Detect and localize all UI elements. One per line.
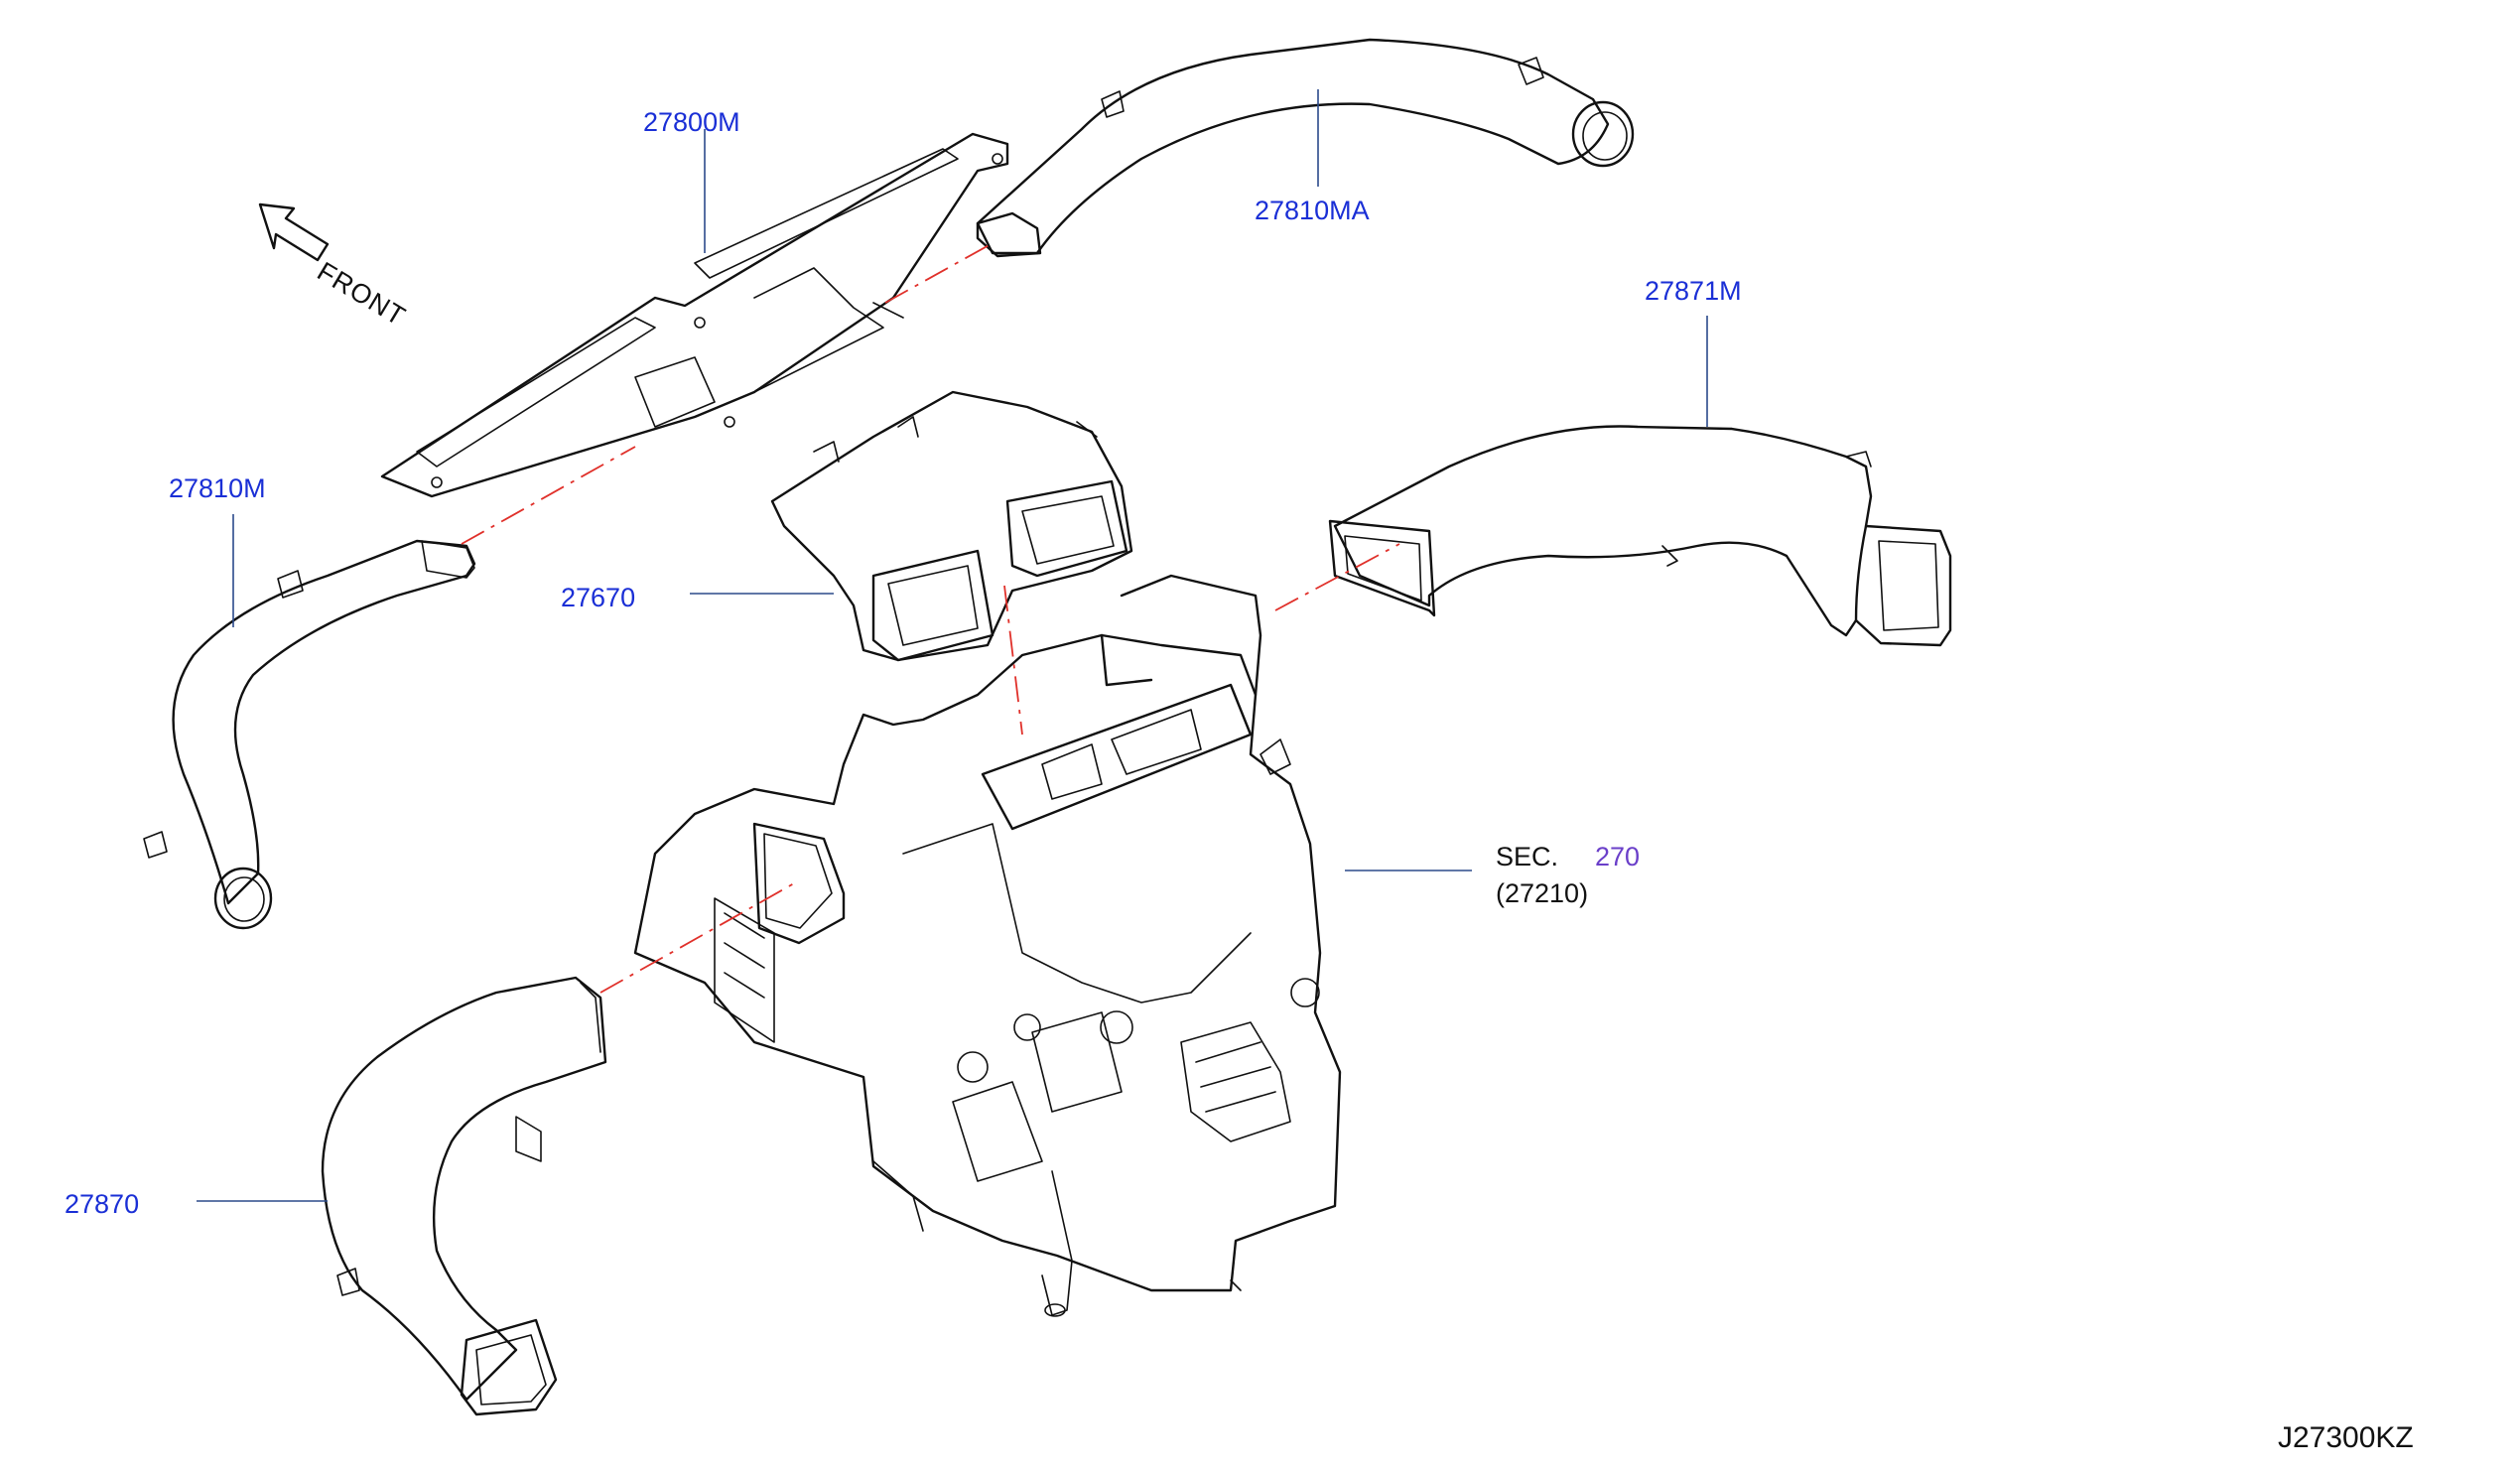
part-label-27870[interactable]: 27870: [65, 1189, 140, 1219]
front-arrow-icon: [258, 202, 330, 262]
duct-27871m: [1328, 425, 1952, 647]
part-label-27800m[interactable]: 27800M: [643, 107, 740, 137]
duct-27810ma: [976, 38, 1635, 258]
part-label-27670[interactable]: 27670: [561, 583, 636, 612]
part-label-27871m[interactable]: 27871M: [1645, 276, 1742, 306]
section-link-270[interactable]: 270: [1595, 842, 1641, 871]
sub-part-label-27210: (27210): [1496, 878, 1589, 908]
duct-27800m: [380, 132, 1009, 498]
duct-27810m: [143, 539, 476, 930]
section-prefix: SEC.: [1496, 842, 1559, 871]
heater-unit: [633, 574, 1342, 1317]
duct-27670: [770, 390, 1133, 662]
part-label-27810m[interactable]: 27810M: [169, 473, 266, 503]
connection-lines: [461, 242, 1400, 994]
duct-27870: [321, 976, 607, 1416]
leader-lines: [197, 89, 1708, 1202]
part-label-27810ma[interactable]: 27810MA: [1255, 196, 1370, 225]
drawing-id: J27300KZ: [2278, 1421, 2414, 1454]
